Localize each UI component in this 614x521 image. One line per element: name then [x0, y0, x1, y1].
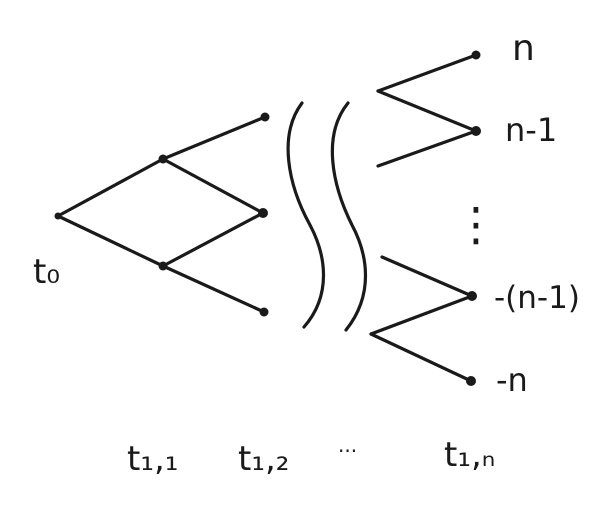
- node-minus-n: [466, 376, 476, 386]
- node-t11-up: [158, 154, 168, 164]
- break-mark-left: [286, 101, 325, 329]
- node-t0: [54, 212, 62, 220]
- node-minus-n-1: [467, 291, 477, 301]
- edge-to-minus-n1-upper: [380, 255, 474, 298]
- start-label-t0: t₀: [33, 252, 60, 292]
- node-n-1: [471, 126, 481, 136]
- state-label-minus-n-1: -(n-1): [494, 280, 580, 316]
- time-label-t1n: t₁,ₙ: [444, 435, 495, 475]
- time-label-t12: t₁,₂: [238, 439, 289, 479]
- edge-up-upper: [161, 115, 267, 161]
- edge-mid-to-n1: [376, 129, 478, 168]
- state-label-n-1: n-1: [505, 111, 557, 149]
- state-label-minus-n: -n: [496, 361, 528, 399]
- break-mark-right: [330, 101, 367, 332]
- edge-to-minus-n: [369, 332, 473, 383]
- edge-top-to-n: [376, 53, 478, 93]
- node-t12-top: [260, 112, 270, 122]
- node-n: [471, 50, 481, 60]
- node-t12-middle: [258, 208, 268, 218]
- edge-t0-down: [56, 214, 165, 268]
- edge-up-middle: [161, 157, 265, 215]
- state-label-n: n: [512, 28, 535, 69]
- node-t11-down: [158, 261, 168, 271]
- edge-down-lower: [161, 264, 266, 314]
- edge-top-to-n1: [376, 89, 478, 133]
- edge-down-middle: [161, 211, 265, 268]
- edge-to-minus-n1-lower: [369, 294, 474, 336]
- vertical-ellipsis: ⋮: [453, 197, 499, 251]
- edge-t0-up: [56, 157, 165, 218]
- time-label-dots: ···: [338, 439, 357, 463]
- time-label-t11: t₁,₁: [127, 439, 178, 479]
- node-t12-bottom: [259, 307, 269, 317]
